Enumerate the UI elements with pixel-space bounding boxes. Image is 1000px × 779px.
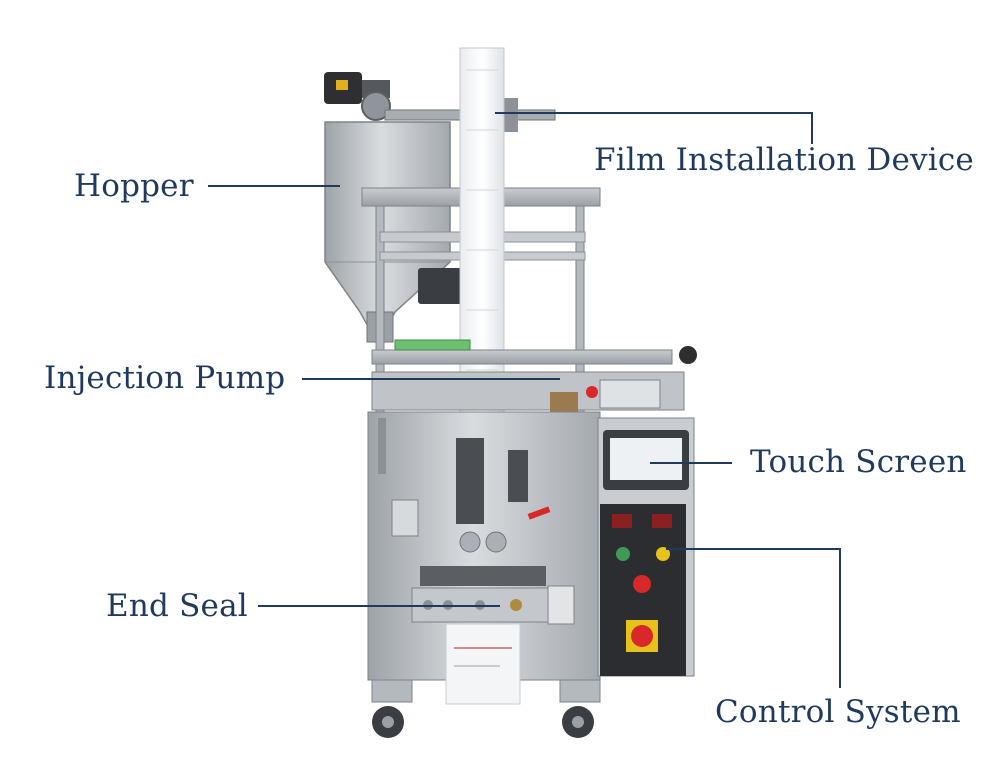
leg-right [559,679,601,703]
roller-left [459,531,481,553]
touch-screen-display [610,438,682,480]
sensor-block [391,499,419,537]
pump-bracket [550,392,578,414]
vertical-seal-right [508,450,528,502]
end-seal-top-jaw [420,566,546,586]
green-button [616,547,630,561]
top-motor [324,72,391,121]
temp-controller-right [652,514,672,528]
red-button [633,575,651,593]
leader-lines [208,112,841,688]
cabinet-rod [378,418,386,474]
temp-controller-left [612,514,632,528]
label-film-installation-device: Film Installation Device [594,142,974,178]
pump-indicator [586,386,598,398]
leg-left [371,679,413,703]
vertical-seal-left [456,438,484,524]
pump-tube [394,339,471,351]
red-lever [527,506,551,520]
end-seal-cover [547,585,575,625]
label-hopper: Hopper [74,168,194,204]
label-touch-screen: Touch Screen [750,444,967,480]
roller-right [485,531,507,553]
leader-film-installation-device [495,112,813,144]
label-control-system: Control System [715,694,961,730]
temperature-box [599,379,661,409]
leader-control-system [666,548,841,688]
label-injection-pump: Injection Pump [44,360,286,396]
label-end-seal: End Seal [106,588,248,624]
yellow-button [656,547,670,561]
pump-handwheel [679,346,697,364]
feed-motor [418,268,466,304]
pump-rail [371,349,673,365]
output-bag [445,623,521,705]
emergency-stop-button [631,625,653,647]
